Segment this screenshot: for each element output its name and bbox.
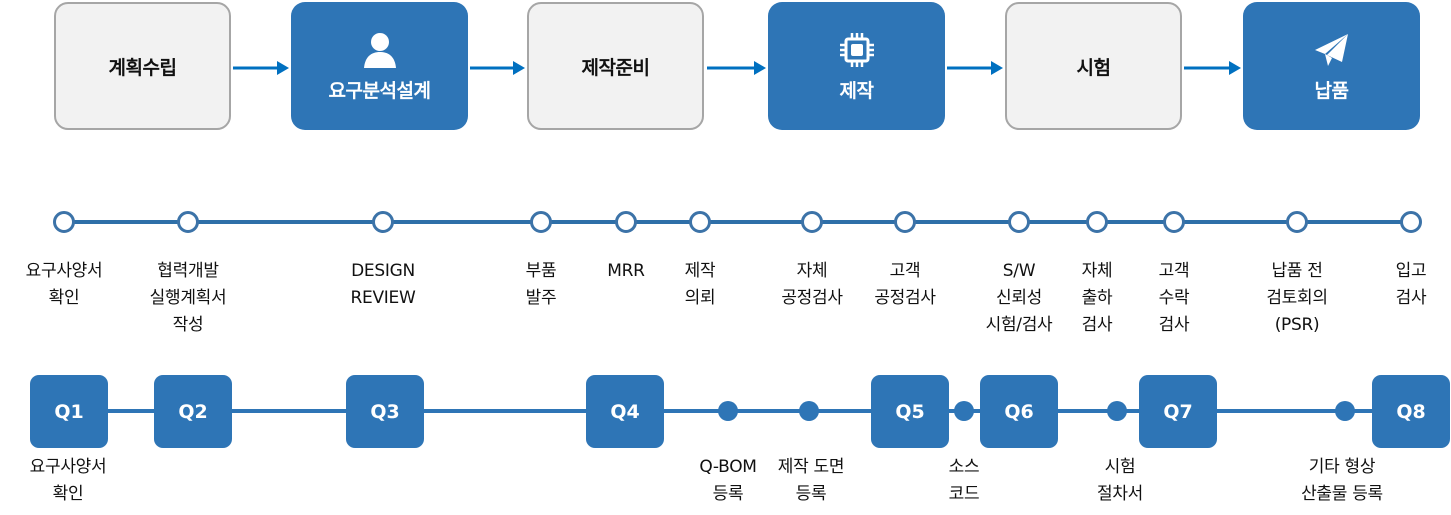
milestone-label: 제작 의뢰	[684, 261, 716, 308]
milestone-label: 고객 공정검사	[874, 261, 936, 308]
stage-box: 계획수립	[54, 2, 231, 130]
milestone-label: 고객 수락 검사	[1158, 261, 1190, 335]
milestone-node	[615, 211, 637, 233]
gate-point-dot	[1335, 401, 1355, 421]
stage-box: 요구분석설계	[291, 2, 468, 130]
arrow-right-icon	[470, 60, 525, 75]
milestone-node	[372, 211, 394, 233]
milestone-label: 부품 발주	[525, 261, 557, 308]
milestone-label: 납품 전 검토회의 (PSR)	[1266, 261, 1328, 335]
milestone-node	[1008, 211, 1030, 233]
arrow-right-icon	[1184, 60, 1241, 75]
arrow-right-icon	[233, 60, 289, 75]
gate-point-dot	[799, 401, 819, 421]
milestone-node	[689, 211, 711, 233]
stage-label: 제작	[839, 79, 874, 102]
milestone-label: DESIGN REVIEW	[350, 261, 416, 308]
milestone-label: MRR	[607, 261, 645, 281]
milestone-node	[177, 211, 199, 233]
milestone-label: 요구사양서 확인	[25, 261, 103, 308]
timeline-line	[64, 220, 1411, 224]
milestone-label: 입고 검사	[1395, 261, 1427, 308]
gate-line	[69, 409, 1411, 413]
stage-label: 요구분석설계	[328, 79, 431, 102]
paper-plane-icon	[1312, 30, 1352, 70]
milestone-node	[1163, 211, 1185, 233]
arrow-right-icon	[947, 60, 1003, 75]
milestone-label: S/W 신뢰성 시험/검사	[985, 261, 1053, 335]
quality-gate-caption: 요구사양서 확인	[29, 457, 107, 504]
gate-point-dot	[954, 401, 974, 421]
gate-point-caption: 소스 코드	[948, 457, 980, 504]
milestone-label: 자체 공정검사	[781, 261, 843, 308]
gate-point-caption: Q-BOM 등록	[699, 457, 757, 504]
stage-label: 계획수립	[108, 56, 177, 79]
stage-box: 납품	[1243, 2, 1420, 130]
quality-gate-box: Q8	[1372, 375, 1450, 448]
quality-gate-box: Q2	[154, 375, 232, 448]
milestone-node	[53, 211, 75, 233]
gate-point-dot	[718, 401, 738, 421]
stage-label: 제작준비	[581, 56, 650, 79]
stage-label: 납품	[1314, 79, 1349, 102]
milestone-node	[894, 211, 916, 233]
milestone-node	[801, 211, 823, 233]
quality-gate-box: Q5	[871, 375, 949, 448]
arrow-right-icon	[707, 60, 766, 75]
milestone-node	[1086, 211, 1108, 233]
milestone-node	[1286, 211, 1308, 233]
gate-point-caption: 기타 형상 산출물 등록	[1301, 457, 1383, 504]
milestone-node	[530, 211, 552, 233]
stage-box: 제작	[768, 2, 945, 130]
gate-point-caption: 제작 도면 등록	[777, 457, 845, 504]
gate-point-dot	[1107, 401, 1127, 421]
quality-gate-box: Q3	[346, 375, 424, 448]
milestone-label: 협력개발 실행계획서 작성	[149, 261, 227, 335]
stage-box: 제작준비	[527, 2, 704, 130]
stage-box: 시험	[1005, 2, 1182, 130]
milestone-node	[1400, 211, 1422, 233]
chip-icon	[837, 30, 877, 70]
quality-gate-box: Q7	[1139, 375, 1217, 448]
quality-gate-box: Q4	[586, 375, 664, 448]
user-icon	[360, 30, 400, 70]
quality-gate-box: Q1	[30, 375, 108, 448]
gate-point-caption: 시험 절차서	[1096, 457, 1144, 504]
stage-label: 시험	[1076, 56, 1111, 79]
quality-gate-box: Q6	[980, 375, 1058, 448]
milestone-label: 자체 출하 검사	[1081, 261, 1113, 335]
